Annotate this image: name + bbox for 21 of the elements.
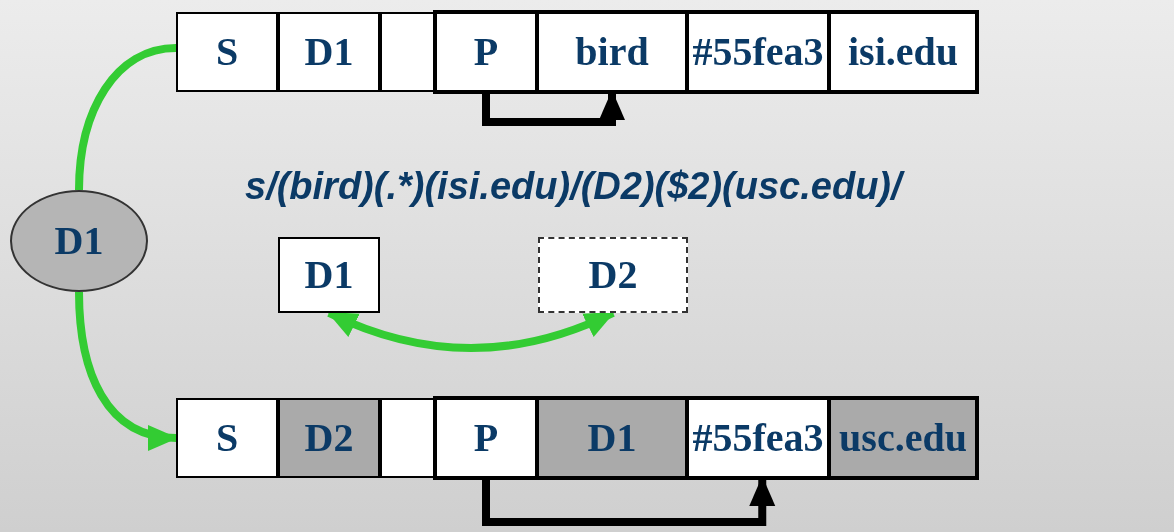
packet-field: D2 bbox=[278, 398, 380, 478]
packet-field: S bbox=[176, 12, 278, 92]
payload-box bbox=[433, 396, 979, 480]
arrow bbox=[75, 291, 178, 449]
packet-field: D1 bbox=[537, 398, 687, 478]
dashed-box: D2 bbox=[538, 237, 688, 313]
ellipse-node: D1 bbox=[10, 190, 148, 292]
packet-field: usc.edu bbox=[829, 398, 977, 478]
packet-field: #55fea3 bbox=[687, 12, 829, 92]
empty-packet-field bbox=[380, 398, 435, 478]
packet-field: P bbox=[435, 398, 537, 478]
packet-field: S bbox=[176, 398, 278, 478]
payload-box bbox=[433, 10, 979, 94]
packet-field: D1 bbox=[278, 237, 380, 313]
packet-field: P bbox=[435, 12, 537, 92]
packet-field: #55fea3 bbox=[687, 398, 829, 478]
packet-field: bird bbox=[537, 12, 687, 92]
packet-field: D1 bbox=[278, 12, 380, 92]
packet-field: isi.edu bbox=[829, 12, 977, 92]
empty-packet-field bbox=[380, 12, 435, 92]
connector-line bbox=[75, 44, 177, 191]
